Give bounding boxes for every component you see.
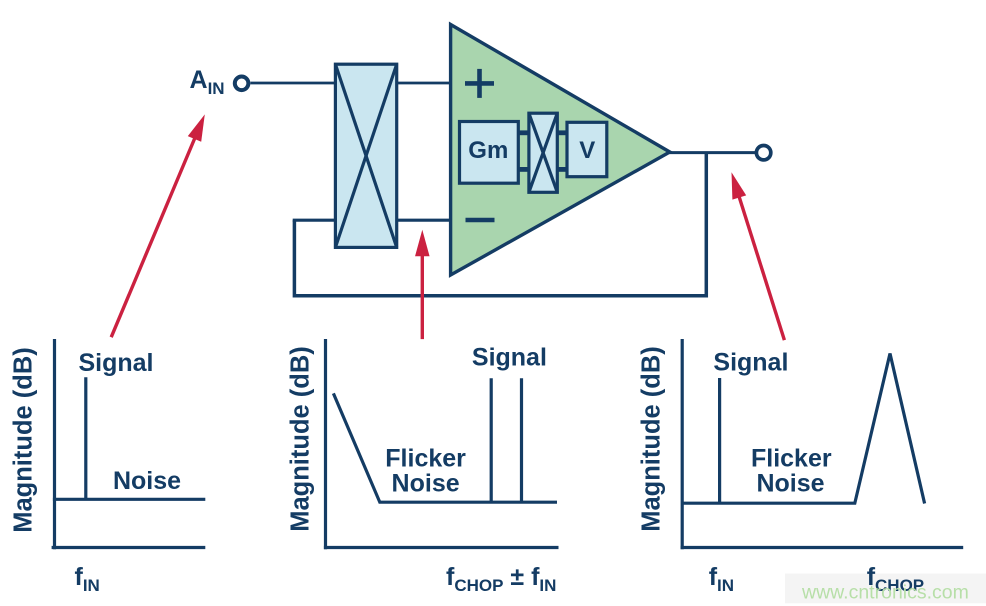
svg-text:Signal: Signal (713, 349, 788, 377)
svg-text:fCHOP ± fIN: fCHOP ± fIN (446, 563, 556, 595)
svg-text:Magnitude (dB): Magnitude (dB) (9, 347, 37, 533)
svg-text:Noise: Noise (756, 469, 824, 497)
svg-text:fIN: fIN (75, 563, 100, 595)
svg-text:Noise: Noise (113, 467, 181, 495)
svg-text:Signal: Signal (78, 349, 153, 377)
svg-text:fIN: fIN (709, 563, 734, 595)
svg-text:Gm: Gm (468, 137, 508, 164)
svg-text:AIN: AIN (190, 66, 225, 98)
svg-text:Magnitude (dB): Magnitude (dB) (638, 346, 666, 532)
svg-text:Noise: Noise (392, 470, 460, 498)
svg-text:Flicker: Flicker (385, 445, 466, 473)
svg-text:Magnitude (dB): Magnitude (dB) (287, 346, 315, 532)
svg-text:V: V (579, 137, 595, 164)
svg-text:Signal: Signal (472, 344, 547, 372)
svg-text:www.cntronics.com: www.cntronics.com (801, 582, 969, 604)
svg-text:Flicker: Flicker (751, 444, 832, 472)
